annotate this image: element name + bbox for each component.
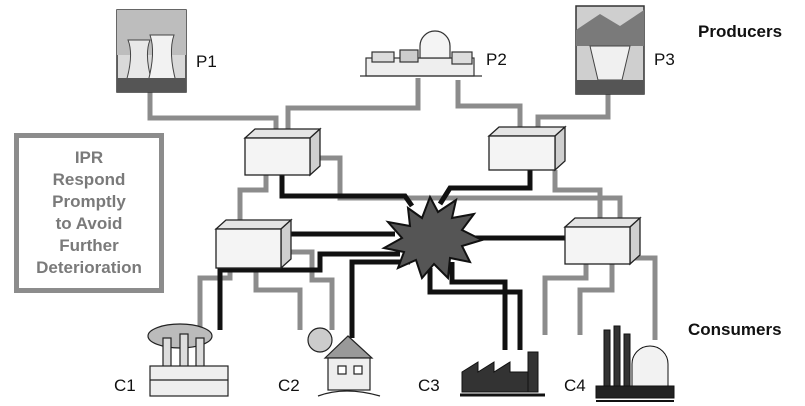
router-top-right: [489, 127, 565, 170]
link-router-br-c4c: [632, 258, 655, 340]
failed-link-outage-c4: [452, 262, 505, 350]
consumer-label-c3: C3: [418, 376, 440, 396]
link-p3-router-top-right: [538, 92, 608, 128]
consumer-label-c4: C4: [564, 376, 586, 396]
link-router-bl-c2: [256, 268, 300, 330]
failed-link-outage-c2: [352, 262, 410, 338]
house-icon: [308, 328, 380, 396]
router-top-left: [245, 129, 320, 175]
producer-label-p1: P1: [196, 52, 217, 72]
router-bottom-left: [216, 220, 291, 268]
ipr-message-box: IPR Respond Promptly to Avoid Further De…: [14, 133, 164, 293]
ipr-line-3: Promptly: [52, 191, 126, 213]
link-router-tr-br: [555, 170, 600, 218]
refinery-icon: [596, 326, 674, 401]
consumer-label-c2: C2: [278, 376, 300, 396]
producers-heading: Producers: [698, 22, 782, 42]
nuclear-plant-icon: [360, 31, 482, 76]
failed-link-router-tl-outage: [282, 174, 412, 206]
cooling-tower-plant-icon: [117, 10, 186, 92]
link-router-bl-c1: [200, 266, 230, 330]
link-p2-router-top-left: [288, 78, 418, 131]
hydro-dam-icon: [576, 6, 644, 94]
outage-burst-icon: [384, 197, 482, 278]
healthy-links: [150, 78, 655, 340]
link-p2-router-top-right: [458, 80, 520, 128]
ipr-line-5: Further: [59, 235, 119, 257]
router-bottom-right: [565, 218, 640, 264]
producer-label-p2: P2: [486, 50, 507, 70]
consumer-label-c1: C1: [114, 376, 136, 396]
link-p1-router-top-left: [150, 92, 276, 131]
ipr-line-4: to Avoid: [56, 213, 123, 235]
producer-label-p3: P3: [654, 50, 675, 70]
ipr-line-2: Respond: [53, 169, 126, 191]
consumers-heading: Consumers: [688, 320, 782, 340]
industrial-plant-icon: [460, 352, 545, 395]
ipr-line-6: Deterioration: [36, 257, 142, 279]
link-router-tl-bl: [240, 174, 266, 221]
factory-smokestacks-icon: [148, 324, 228, 396]
ipr-line-1: IPR: [75, 147, 103, 169]
